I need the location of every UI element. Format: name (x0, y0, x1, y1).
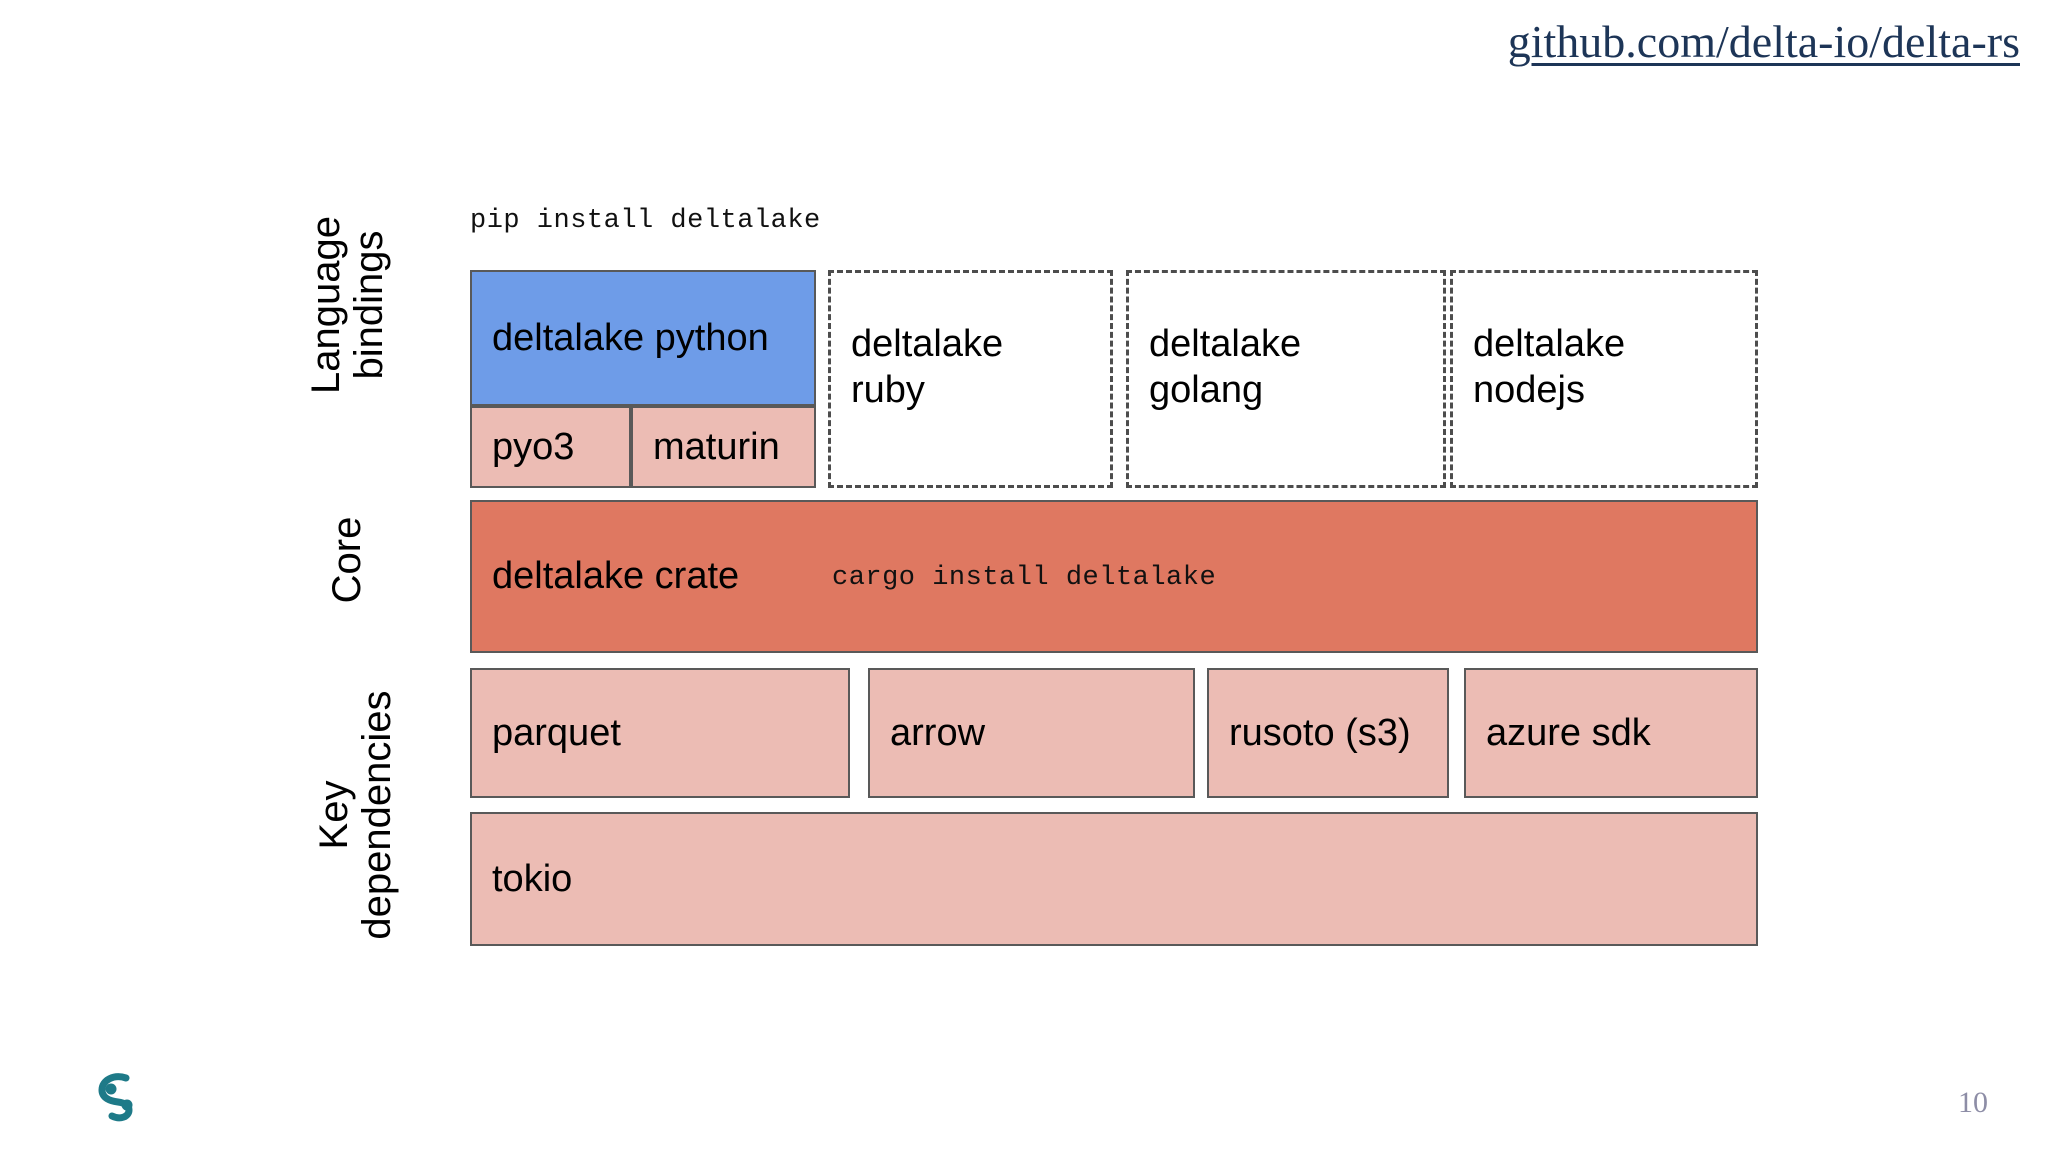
box-deltalake-python[interactable]: deltalake python (470, 270, 816, 406)
box-maturin[interactable]: maturin (631, 406, 816, 488)
row-label-language-bindings: Language bindings (303, 216, 391, 394)
box-deltalake-ruby[interactable]: deltalake ruby (828, 270, 1113, 488)
page-number: 10 (1958, 1086, 1988, 1119)
box-tokio[interactable]: tokio (470, 812, 1758, 946)
box-azure-sdk[interactable]: azure sdk (1464, 668, 1758, 798)
box-deltalake-crate[interactable]: deltalake crate (470, 500, 1758, 653)
pip-install-caption: pip install deltalake (470, 206, 821, 236)
box-arrow[interactable]: arrow (868, 668, 1195, 798)
box-deltalake-nodejs[interactable]: deltalake nodejs (1450, 270, 1758, 488)
repo-link[interactable]: github.com/delta-io/delta-rs (1507, 16, 2020, 67)
box-parquet[interactable]: parquet (470, 668, 850, 798)
row-label-core: Core (325, 516, 370, 604)
row-label-key-dependencies: Key dependencies (311, 690, 399, 940)
box-pyo3[interactable]: pyo3 (470, 406, 631, 488)
scribd-logo (96, 1072, 144, 1124)
box-deltalake-golang[interactable]: deltalake golang (1126, 270, 1446, 488)
box-rusoto-s3[interactable]: rusoto (s3) (1207, 668, 1449, 798)
cargo-install-caption: cargo install deltalake (832, 563, 1217, 593)
